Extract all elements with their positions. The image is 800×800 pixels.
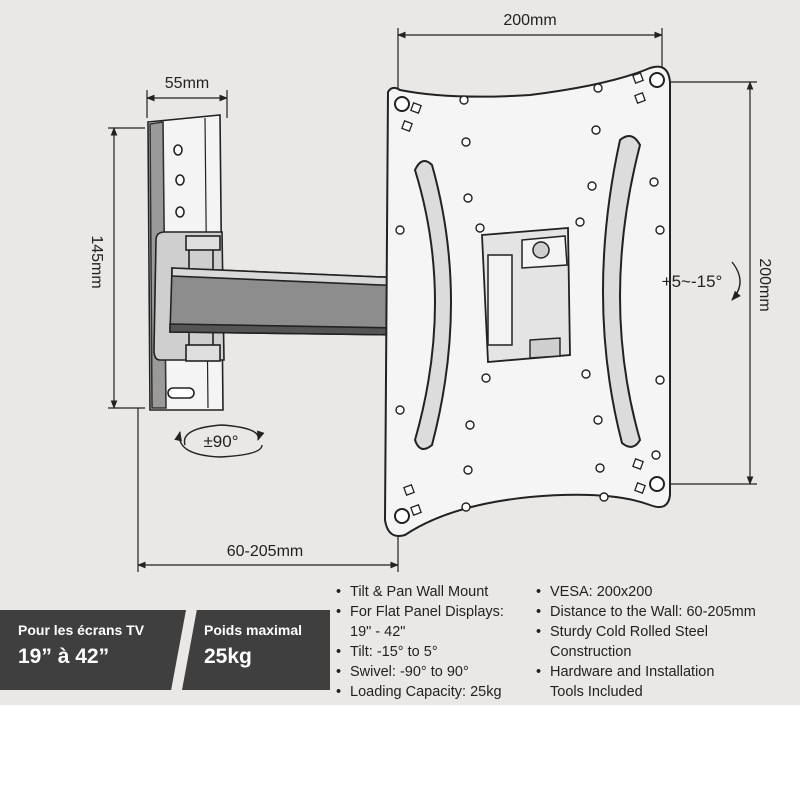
panel-screen-size: Pour les écrans TV 19” à 42”: [0, 610, 186, 690]
spec-text-cont: 19" - 42": [350, 624, 406, 640]
spec-text: For Flat Panel Displays:: [350, 604, 504, 620]
spec-text: Tilt & Pan Wall Mount: [350, 584, 489, 600]
specs-left: Tilt & Pan Wall Mount For Flat Panel Dis…: [336, 582, 504, 702]
spec-text: VESA: 200x200: [550, 584, 653, 600]
swivel-indicator: ±90°: [174, 424, 265, 458]
spec-item: For Flat Panel Displays: 19" - 42": [336, 602, 504, 642]
plate-square-slots: [401, 72, 646, 516]
spec-item: Tilt & Pan Wall Mount: [336, 582, 504, 602]
spec-text-cont: Tools Included: [550, 684, 643, 700]
hinge-nut-top: [185, 235, 221, 251]
spec-text: Hardware and Installation: [550, 664, 715, 680]
hinge-nut-bottom: [185, 344, 221, 362]
extension-arm: [169, 267, 406, 336]
swivel-label: ±90°: [203, 432, 238, 451]
dim-extension: 60-205mm: [227, 543, 303, 560]
spec-text-cont: Construction: [550, 644, 632, 660]
spec-text: Sturdy Cold Rolled Steel: [550, 624, 708, 640]
dim-bracket-height: 145mm: [88, 235, 105, 288]
spec-text: Distance to the Wall: 60-205mm: [550, 604, 756, 620]
dimension-labels: 55mm 145mm 200mm 200mm 60-205mm: [88, 12, 773, 560]
tilt-indicator: +5~-15°: [662, 261, 741, 301]
spec-item: Loading Capacity: 25kg: [336, 682, 504, 702]
plate-small-holes: [395, 83, 665, 512]
corner-hole-tl: [394, 96, 410, 112]
corner-hole-bl: [394, 508, 410, 524]
bracket-hole-3: [175, 206, 185, 218]
panel-screen-size-label: Pour les écrans TV: [18, 622, 145, 638]
bracket-hole-2: [175, 174, 185, 186]
spec-item: Tilt: -15° to 5°: [336, 642, 504, 662]
panel-screen-size-value: 19” à 42”: [18, 645, 110, 668]
panel-max-weight-label: Poids maximal: [204, 622, 303, 638]
technical-drawing: 55mm 145mm 200mm 200mm 60-205mm: [88, 12, 773, 572]
corner-hole-br: [649, 476, 665, 492]
spec-item: Swivel: -90° to 90°: [336, 662, 504, 682]
dim-plate-height: 200mm: [756, 258, 773, 311]
spec-item: VESA: 200x200: [536, 582, 756, 602]
spec-text: Tilt: -15° to 5°: [350, 644, 438, 660]
panel-max-weight-value: 25kg: [204, 645, 252, 668]
dim-bracket-width: 55mm: [165, 75, 209, 92]
tilt-label: +5~-15°: [662, 272, 723, 291]
bracket-hole-1: [173, 144, 183, 156]
panel-max-weight: Poids maximal 25kg: [182, 610, 330, 690]
spec-text: Loading Capacity: 25kg: [350, 684, 502, 700]
dimension-lines: [108, 28, 757, 572]
vesa-plate: [383, 65, 671, 537]
bracket-slot: [167, 387, 195, 399]
dim-plate-width: 200mm: [503, 12, 556, 29]
wall-bracket: [147, 114, 225, 411]
specs-right: VESA: 200x200 Distance to the Wall: 60-2…: [536, 582, 756, 702]
corner-hole-tr: [649, 72, 665, 88]
spec-item: Distance to the Wall: 60-205mm: [536, 602, 756, 622]
spec-text: Swivel: -90° to 90°: [350, 664, 469, 680]
